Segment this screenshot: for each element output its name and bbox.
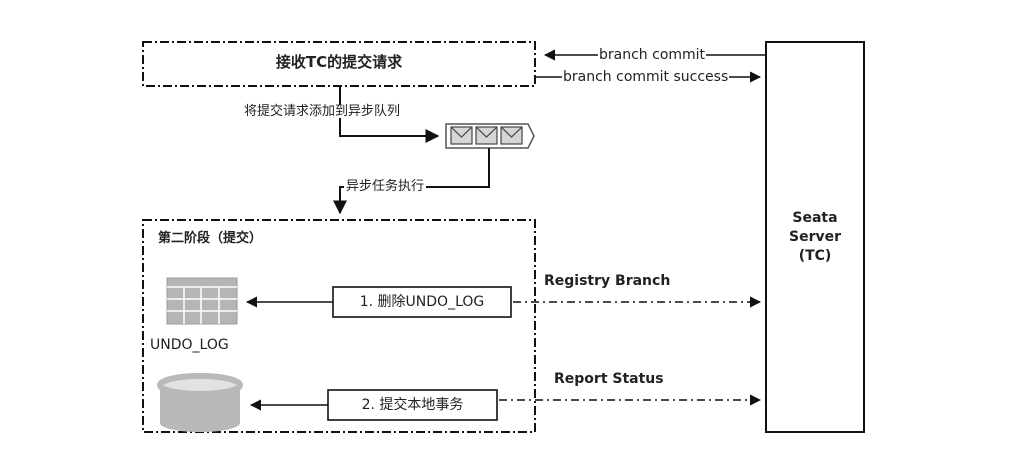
registry-branch-label: Registry Branch xyxy=(544,273,671,289)
server-label-line1: Seata xyxy=(792,210,838,226)
undo-log-caption: UNDO_LOG xyxy=(150,337,229,353)
async-task-label: 异步任务执行 xyxy=(344,179,427,194)
server-label-line2: Server xyxy=(788,229,841,245)
seata-server-box xyxy=(765,41,865,433)
envelope-icon xyxy=(450,126,473,145)
server-label-line3: (TC) xyxy=(798,248,832,264)
undo-log-table-icon xyxy=(166,277,238,325)
envelope-icon xyxy=(500,126,523,145)
step-2-label: 2. 提交本地事务 xyxy=(361,397,464,413)
step-1-label: 1. 删除UNDO_LOG xyxy=(359,294,485,310)
database-icon xyxy=(157,373,243,432)
report-status-label: Report Status xyxy=(554,371,664,387)
phase-two-title: 第二阶段（提交） xyxy=(158,231,263,246)
phase-two-box xyxy=(142,219,536,433)
enqueue-step-label: 将提交请求添加到异步队列 xyxy=(244,104,401,119)
branch-commit-label: branch commit xyxy=(598,47,707,63)
envelope-icon xyxy=(475,126,498,145)
receive-request-title: 接收TC的提交请求 xyxy=(275,53,403,71)
async-queue-icon xyxy=(445,123,535,149)
enqueue-connector xyxy=(339,86,440,143)
receive-request-box xyxy=(142,41,536,87)
branch-commit-success-label: branch commit success xyxy=(562,69,730,85)
